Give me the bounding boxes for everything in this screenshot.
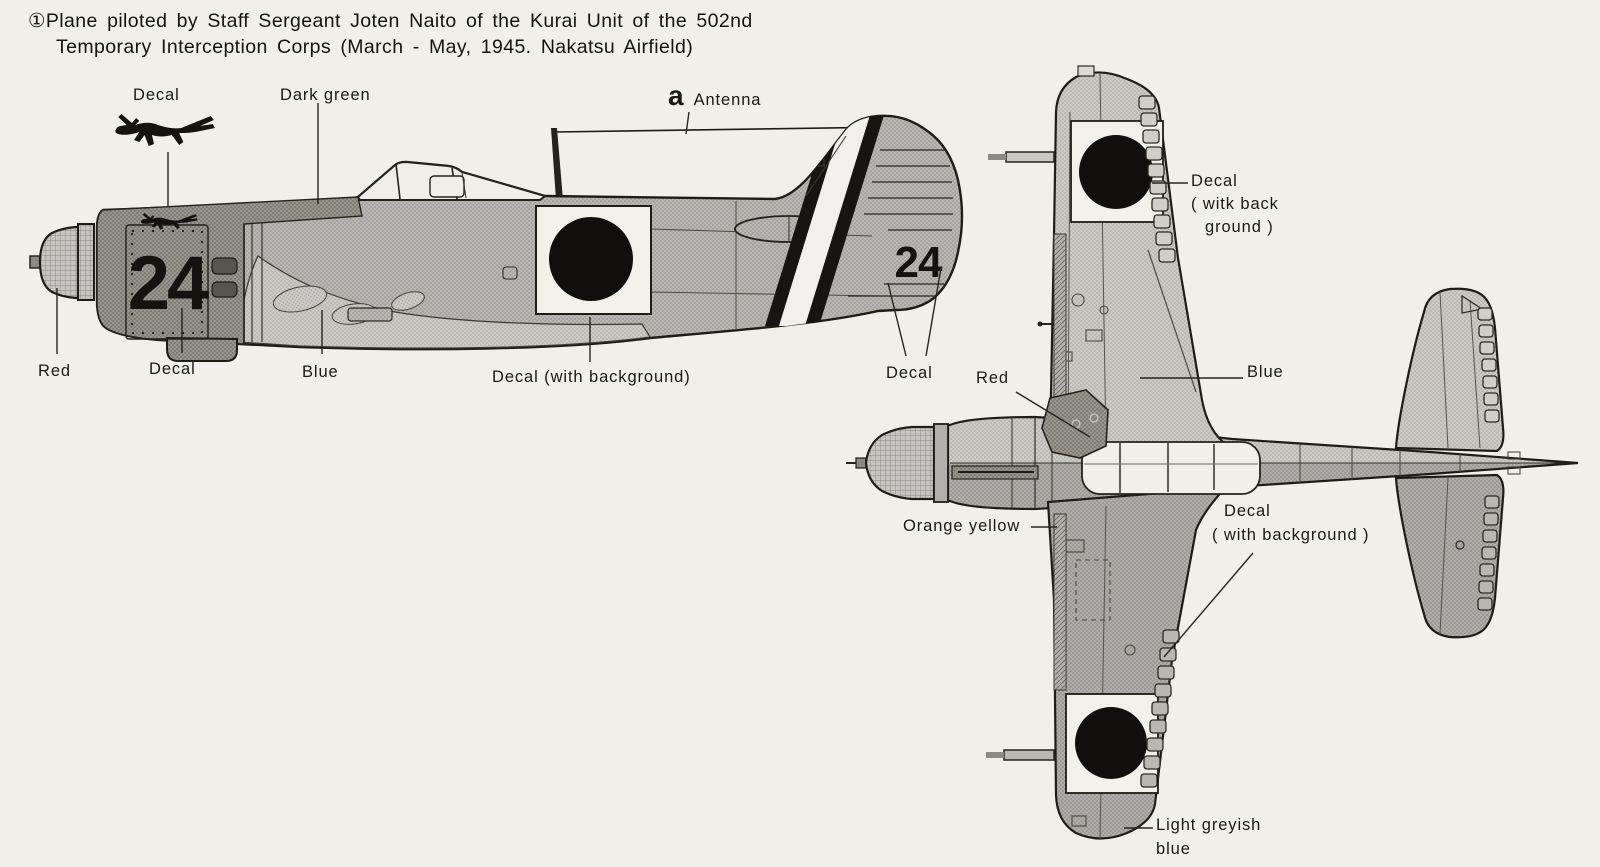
canopy-side: [356, 160, 548, 201]
label-decal-with-background-side: Decal (with background): [492, 368, 691, 386]
spinner-side: [29, 223, 95, 301]
label-orange-yellow: Orange yellow: [903, 517, 1021, 535]
upper-wing: [988, 65, 1232, 448]
spinner-plan: [846, 423, 949, 503]
title-line-2: Temporary Interception Corps (March - Ma…: [56, 36, 694, 58]
antenna-label-text: Antenna: [693, 91, 762, 109]
cowling: 24: [96, 196, 363, 362]
label-decal-intake: Decal: [149, 360, 196, 378]
tailplane-lower: [1394, 473, 1505, 639]
label-blue-side: Blue: [302, 363, 339, 381]
rabbit-decal-icon: [115, 114, 215, 146]
label-red-plan: Red: [976, 369, 1009, 387]
label-dark-green: Dark green: [280, 86, 371, 104]
label-decal-with-background-upper-wing: Decal ( witk back ground ): [1191, 172, 1279, 236]
red-patch: [1041, 389, 1109, 459]
label-decal-tail: Decal: [886, 364, 933, 382]
label-antenna: a Antenna: [668, 76, 761, 115]
rudder-number: 24: [895, 238, 943, 287]
plan-view-illustration: [846, 65, 1580, 841]
title-line-1: ①Plane piloted by Staff Sergeant Joten N…: [28, 10, 753, 32]
lower-wing: [986, 486, 1228, 841]
label-decal-cowl: Decal: [133, 86, 180, 104]
plan-fuselage: [946, 415, 1580, 511]
canopy-plan: [1081, 441, 1261, 495]
wing-leading-band-lower: [1053, 513, 1067, 691]
page-title: ①Plane piloted by Staff Sergeant Joten N…: [28, 8, 753, 60]
callout-lines-side: [56, 103, 942, 362]
side-profile-illustration: 24 24: [29, 103, 964, 362]
label-red-side: Red: [38, 362, 71, 380]
label-light-greyish-blue: Light greyish blue: [1156, 816, 1262, 858]
fuselage-side: [95, 114, 964, 351]
label-blue-plan: Blue: [1247, 363, 1284, 381]
antenna-index-letter: a: [668, 80, 684, 111]
cowl-number: 24: [128, 241, 209, 326]
tail-stripes: [765, 115, 953, 326]
antenna-wire: [551, 126, 898, 200]
callout-lines-plan: [1015, 182, 1254, 829]
tailplane-upper: [1394, 287, 1505, 453]
hinomaru-fuselage: [535, 205, 652, 315]
label-decal-with-background-lower-wing: Decal ( with background ): [1212, 502, 1370, 544]
